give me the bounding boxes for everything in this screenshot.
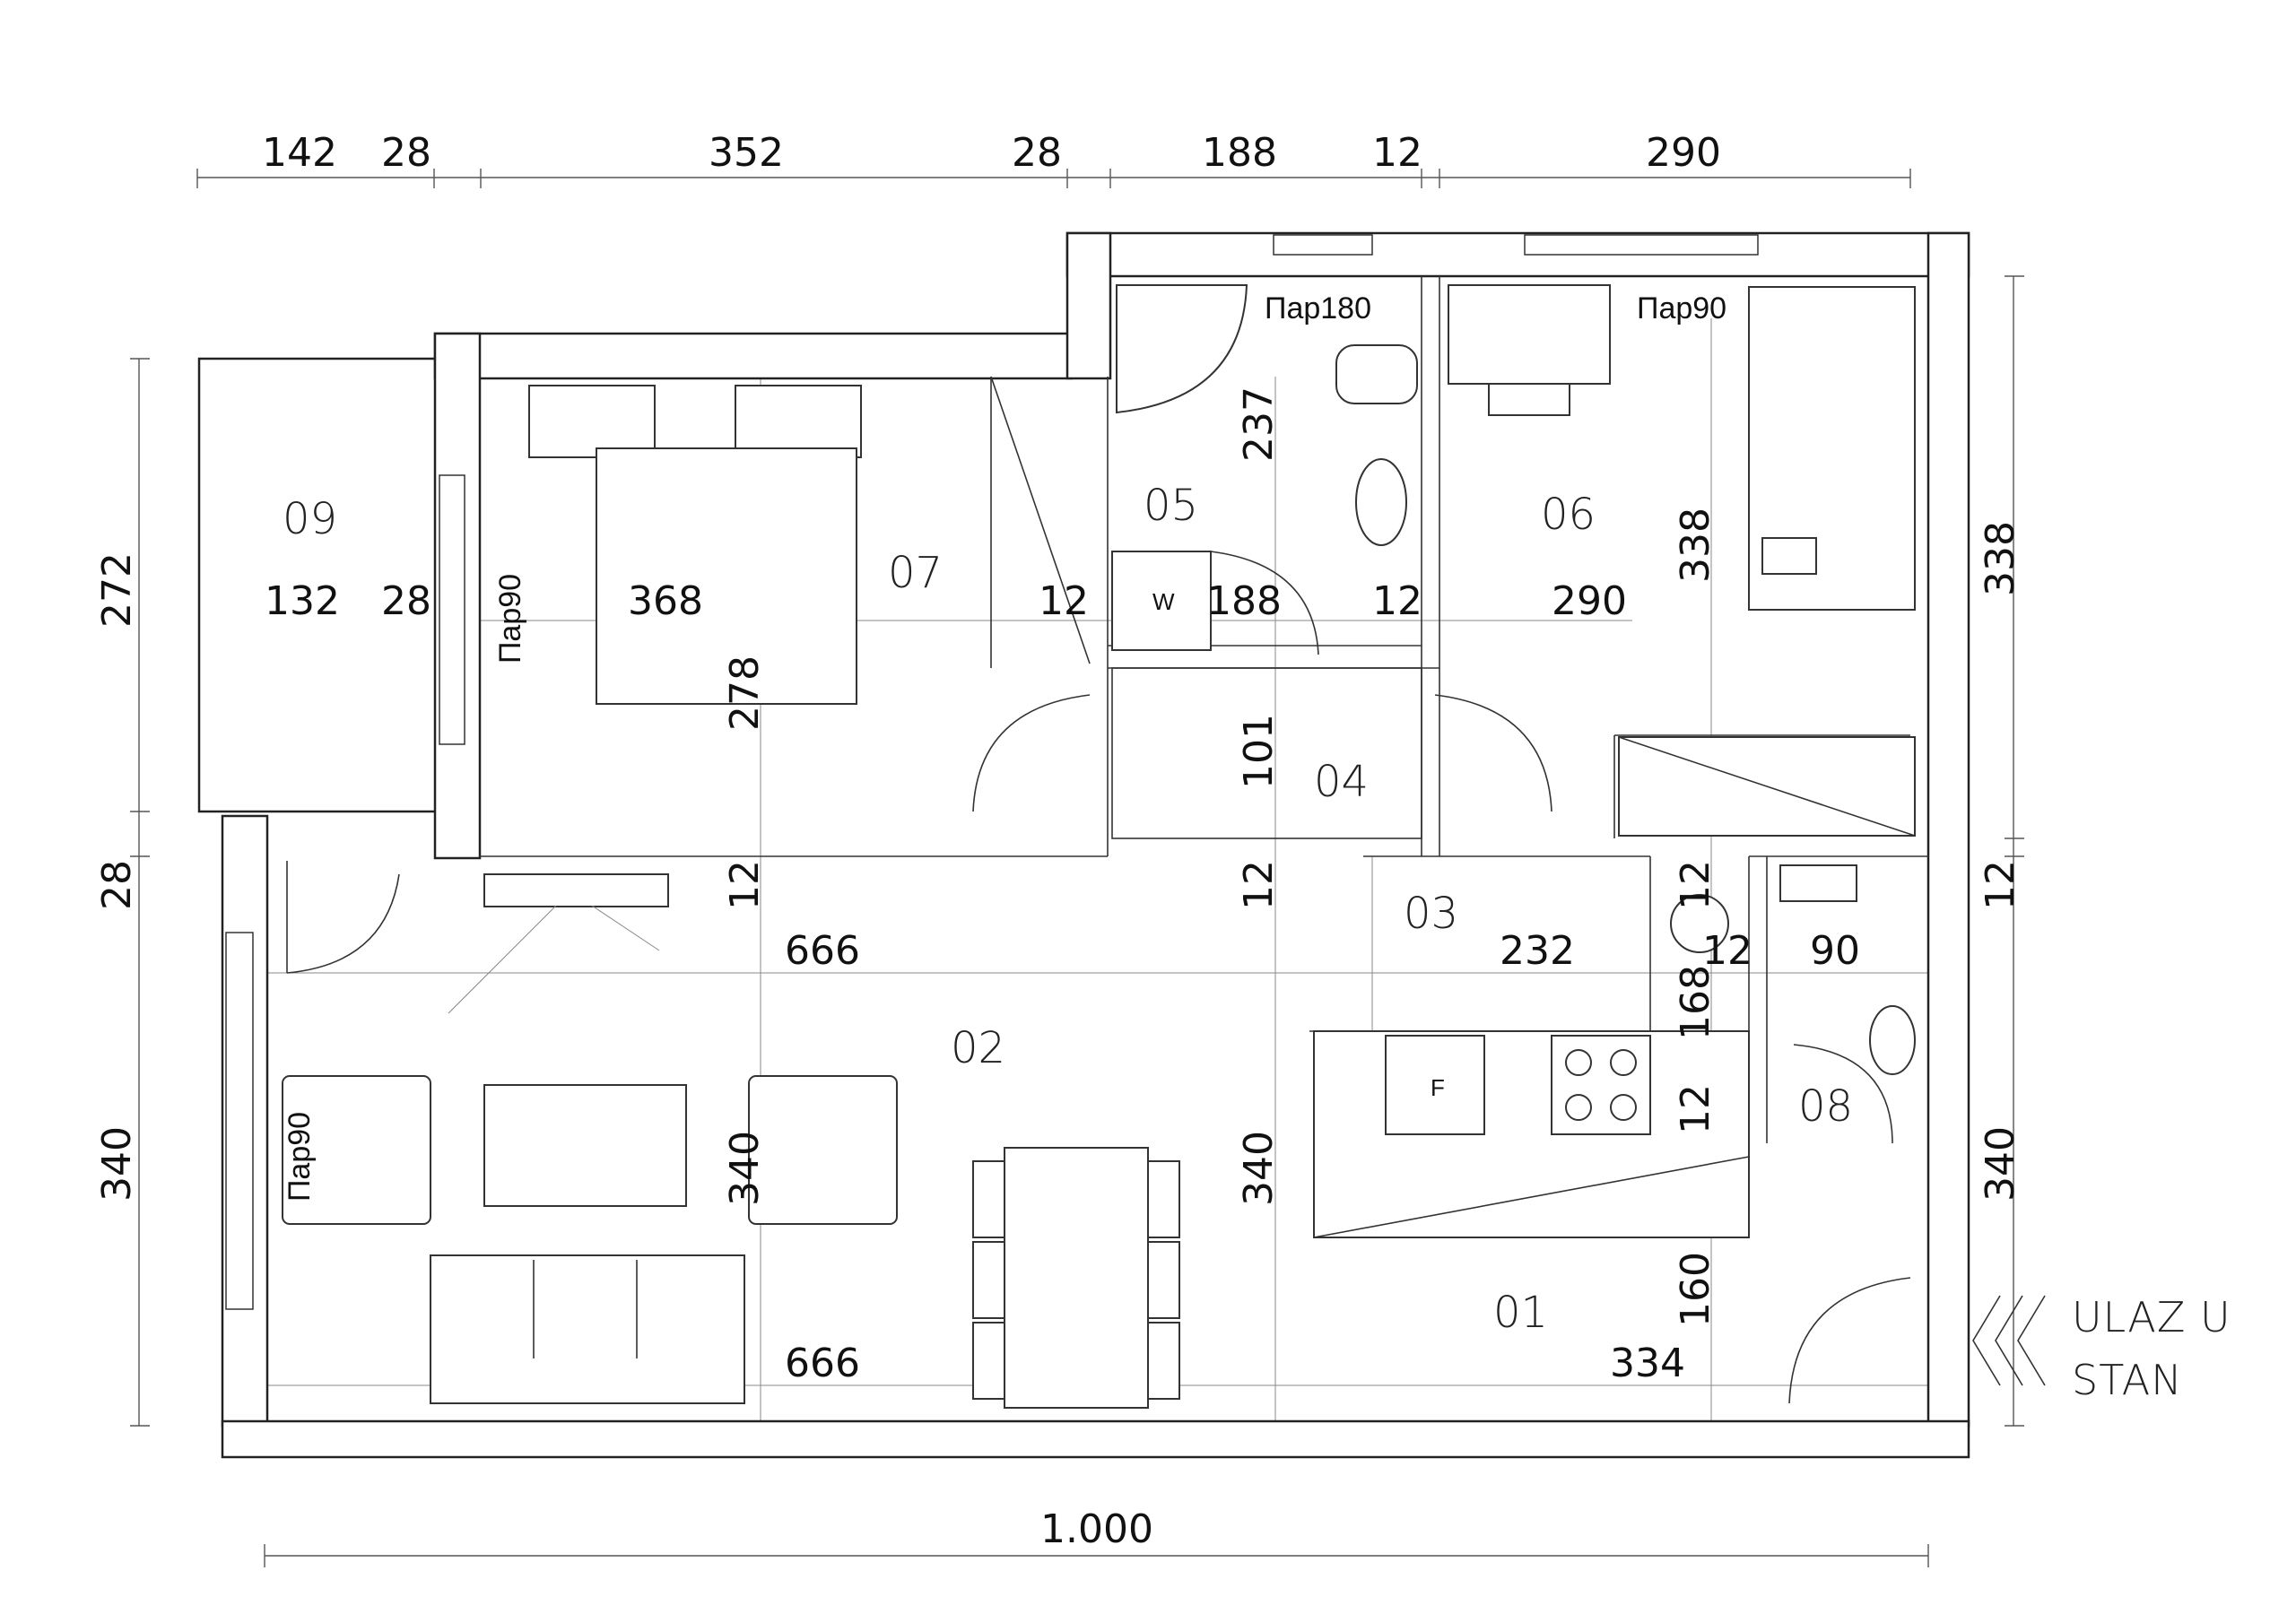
dim-wall-12e: 12: [1673, 1084, 1718, 1134]
room-08-label: 08: [1798, 1081, 1853, 1132]
room-03-label: 03: [1404, 889, 1458, 939]
dim-corr-12b: 12: [1236, 860, 1282, 910]
dim-top-2: 28: [381, 130, 431, 176]
dim-right-3: 340: [1978, 1126, 2023, 1202]
balcony-outline: [197, 357, 439, 813]
dim-r02-width: 666: [785, 928, 860, 974]
dim-left-1: 272: [94, 552, 140, 628]
desk: [1448, 284, 1611, 385]
sofa: [430, 1254, 745, 1404]
dim-wall-12b: 12: [1372, 578, 1422, 624]
dim-top-4: 28: [1012, 130, 1062, 176]
dim-r03-height: 168: [1673, 965, 1718, 1040]
door-label-bath: Пар180: [1265, 291, 1371, 325]
dim-r03-width: 232: [1500, 928, 1575, 974]
fridge-icon: [1385, 1035, 1485, 1135]
room-09-label: 09: [283, 494, 337, 544]
dim-r05-width: 188: [1206, 578, 1282, 624]
dim-left-2: 28: [94, 860, 140, 910]
room-04-label: 04: [1314, 757, 1369, 807]
walls: [197, 231, 1970, 1459]
dim-left-3: 340: [94, 1126, 140, 1202]
dim-r07-height: 278: [722, 655, 768, 731]
dim-top-1: 142: [262, 130, 337, 176]
dim-r07-width: 368: [628, 578, 703, 624]
entrance-label-line1: ULAZ U: [2072, 1293, 2231, 1341]
dim-r02-width-b: 666: [785, 1341, 860, 1386]
dim-top-3: 352: [709, 130, 784, 176]
dim-r05-height: 237: [1236, 386, 1282, 462]
toilet-icon: [1355, 458, 1407, 546]
door-label-bedroom2: Пар90: [1637, 291, 1726, 325]
coffee-table: [483, 1084, 687, 1207]
dim-wall-28: 28: [381, 578, 431, 624]
dim-r02-height-a: 340: [722, 1131, 768, 1206]
room-01-label: 01: [1493, 1288, 1548, 1338]
armchair: [282, 1075, 431, 1225]
dim-r08-width: 90: [1810, 928, 1860, 974]
dim-top-5: 188: [1202, 130, 1277, 176]
dim-corr-12c: 12: [1673, 860, 1718, 910]
dim-r09-width: 132: [265, 578, 340, 624]
room-05-label: 05: [1144, 481, 1198, 531]
dim-corr-12a: 12: [722, 860, 768, 910]
washer-icon: [1111, 551, 1212, 651]
doors: [286, 551, 1911, 1404]
dim-top-7: 290: [1646, 130, 1721, 176]
dim-right-1: 338: [1978, 521, 2023, 596]
door-label-balcony: Пар90: [493, 574, 527, 664]
dining-table: [1004, 1147, 1149, 1409]
dim-r06-height: 338: [1673, 508, 1718, 583]
toilet-icon: [1869, 1005, 1916, 1075]
entrance-label-line2: STAN: [2072, 1356, 2183, 1404]
shower-icon: [1116, 284, 1248, 414]
fridge-label: F: [1431, 1074, 1445, 1101]
dim-r06-width: 290: [1552, 578, 1627, 624]
cooktop-icon: [1551, 1035, 1651, 1135]
dim-wall-12d: 12: [1702, 928, 1752, 974]
entry-arrow-icon: [1972, 1295, 2046, 1386]
dim-r01-width: 334: [1610, 1341, 1685, 1386]
dim-top-6: 12: [1372, 130, 1422, 176]
tv-unit: [483, 873, 669, 907]
room-07-label: 07: [888, 548, 943, 598]
room-02-label: 02: [951, 1023, 1005, 1073]
dim-r02-height-b: 340: [1236, 1131, 1282, 1206]
washer-label: W: [1152, 588, 1175, 615]
armchair: [748, 1075, 898, 1225]
furniture: [282, 284, 1916, 1409]
double-bed: [596, 447, 857, 705]
sink-icon: [1670, 894, 1729, 953]
dim-r04-height: 101: [1236, 714, 1282, 789]
dim-wall-12a: 12: [1039, 578, 1089, 624]
door-label-living: Пар90: [283, 1112, 317, 1202]
dim-bottom: 1.000: [1040, 1506, 1153, 1552]
dim-r01-height: 160: [1673, 1252, 1718, 1327]
room-06-label: 06: [1541, 490, 1596, 540]
dim-right-2: 12: [1978, 860, 2023, 910]
